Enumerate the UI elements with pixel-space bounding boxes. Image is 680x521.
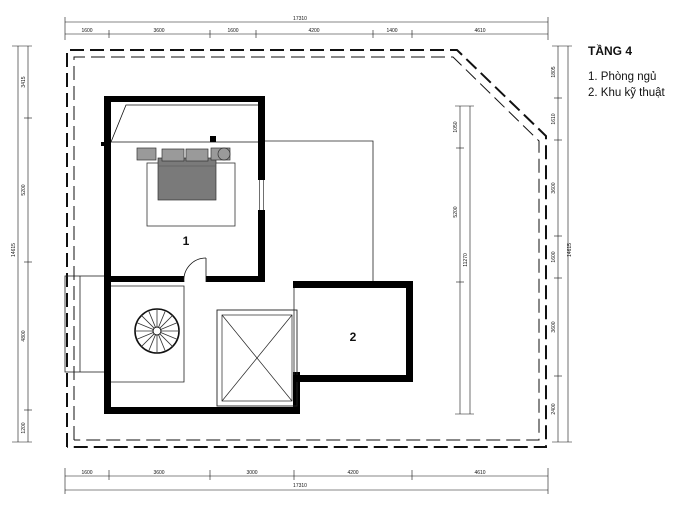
stair-tread: [141, 333, 155, 347]
top-dim-1: 1600: [81, 28, 92, 34]
bedroom-window: [258, 180, 265, 210]
bottom-dim-1: 1600: [81, 470, 92, 476]
top-dim-5: 1400: [386, 28, 397, 34]
spiral-staircase: [134, 308, 180, 354]
inner-dimensions: [455, 105, 474, 415]
top-dim-4: 4200: [308, 28, 319, 34]
bottom-dimensions: [64, 468, 549, 494]
wardrobe: [110, 104, 258, 143]
right-dim-4: 1600: [551, 251, 557, 262]
stair-tread: [159, 315, 173, 329]
legend: TẦNG 4 1. Phòng ngủ 2. Khu kỹ thuật: [588, 44, 665, 101]
right-dim-5: 3600: [551, 321, 557, 332]
left-dim-4: 1200: [21, 422, 27, 433]
stair-tread: [141, 315, 155, 329]
bedroom-walls: [104, 96, 265, 414]
right-dim-3: 3600: [551, 182, 557, 193]
stair-tread: [148, 310, 156, 328]
right-dim-1: 1805: [551, 66, 557, 77]
inner-dim-1: 1050: [453, 121, 459, 132]
wall-post: [210, 136, 216, 142]
top-dim-3: 1600: [227, 28, 238, 34]
void-shaft: [216, 309, 298, 407]
inner-total-dim: 11270: [463, 253, 469, 267]
stair-tread: [160, 332, 178, 340]
stair-tread: [158, 334, 166, 352]
bottom-dim-2: 3600: [153, 470, 164, 476]
left-dim-2: 5200: [21, 184, 27, 195]
bottom-total-dim: 17310: [293, 483, 307, 489]
room-1-label: 1: [183, 234, 190, 248]
room-2-label: 2: [350, 330, 357, 344]
top-dimensions: [64, 17, 549, 40]
left-dim-3: 4800: [21, 330, 27, 341]
right-total-dim: 14615: [567, 243, 573, 257]
nightstand-left: [136, 147, 157, 161]
top-dim-2: 3600: [153, 28, 164, 34]
left-dimensions: [12, 45, 32, 443]
stair-tread: [159, 333, 173, 347]
stair-tread: [136, 332, 154, 340]
right-dimensions: [552, 45, 572, 443]
stair-tread: [148, 334, 156, 352]
legend-item-technical: 2. Khu kỹ thuật: [588, 87, 665, 99]
bottom-dim-4: 4200: [347, 470, 358, 476]
bottom-dim-5: 4610: [474, 470, 485, 476]
floor-title: TẦNG 4: [588, 44, 633, 58]
stair-tread: [158, 310, 166, 328]
stair-landing: [111, 285, 185, 383]
top-dim-6: 4610: [474, 28, 485, 34]
left-dim-1: 3415: [21, 76, 27, 87]
stair-hall-walls: [104, 372, 300, 414]
round-stool: [217, 147, 231, 161]
inner-dim-2: 5200: [453, 206, 459, 217]
bottom-dim-3: 3000: [246, 470, 257, 476]
top-total-dim: 17310: [293, 16, 307, 22]
right-dim-2: 1610: [551, 113, 557, 124]
stair-tread: [160, 322, 178, 330]
technical-room-walls: [293, 281, 413, 382]
stair-center-post: [152, 326, 162, 336]
bedroom-door: [183, 257, 207, 283]
outer-dashed-outline: [66, 49, 547, 448]
right-dim-6: 2400: [551, 403, 557, 414]
left-total-dim: 14615: [11, 243, 17, 257]
light-switch: [101, 142, 104, 146]
bed: [146, 148, 236, 227]
legend-item-bedroom: 1. Phòng ngủ: [588, 71, 657, 83]
stair-tread: [136, 322, 154, 330]
